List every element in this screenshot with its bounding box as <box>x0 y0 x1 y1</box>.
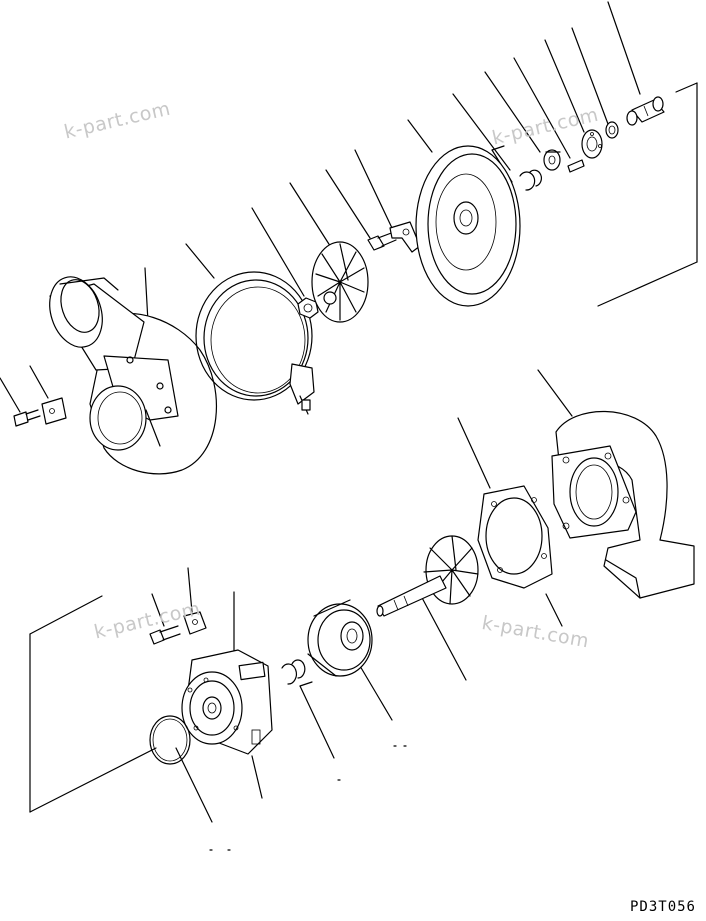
pin <box>567 159 585 173</box>
heat-shield <box>307 599 373 677</box>
drawing-code: PD3T056 <box>629 899 696 915</box>
bolt-bottom <box>149 625 181 645</box>
compressor-housing <box>49 276 217 475</box>
lock-nut <box>297 297 319 319</box>
bolt <box>367 231 397 251</box>
leader-lines <box>0 1 698 823</box>
v-band-clamp <box>195 271 315 415</box>
snap-ring-top-1 <box>519 171 536 191</box>
snap-ring-bottom-1 <box>281 663 297 685</box>
compressor-wheel <box>311 241 369 323</box>
reference-dots <box>209 745 407 851</box>
lock-plate-bracket <box>389 221 421 253</box>
bolt-small <box>13 409 41 427</box>
back-plate <box>415 145 521 307</box>
gasket <box>477 485 553 589</box>
lock-plate-bottom <box>183 611 207 635</box>
thrust-collar <box>543 149 561 171</box>
o-ring <box>149 715 191 765</box>
turbine-wheel-shaft <box>376 535 479 617</box>
oil-seal-ring <box>605 121 619 139</box>
snap-ring-bottom-2 <box>291 659 306 679</box>
bush-sleeve <box>626 96 665 126</box>
lock-plate <box>41 397 67 425</box>
thrust-bearing <box>581 129 603 159</box>
turbine-housing <box>551 410 695 599</box>
snap-ring-top-2 <box>529 169 543 187</box>
center-housing <box>181 649 273 755</box>
